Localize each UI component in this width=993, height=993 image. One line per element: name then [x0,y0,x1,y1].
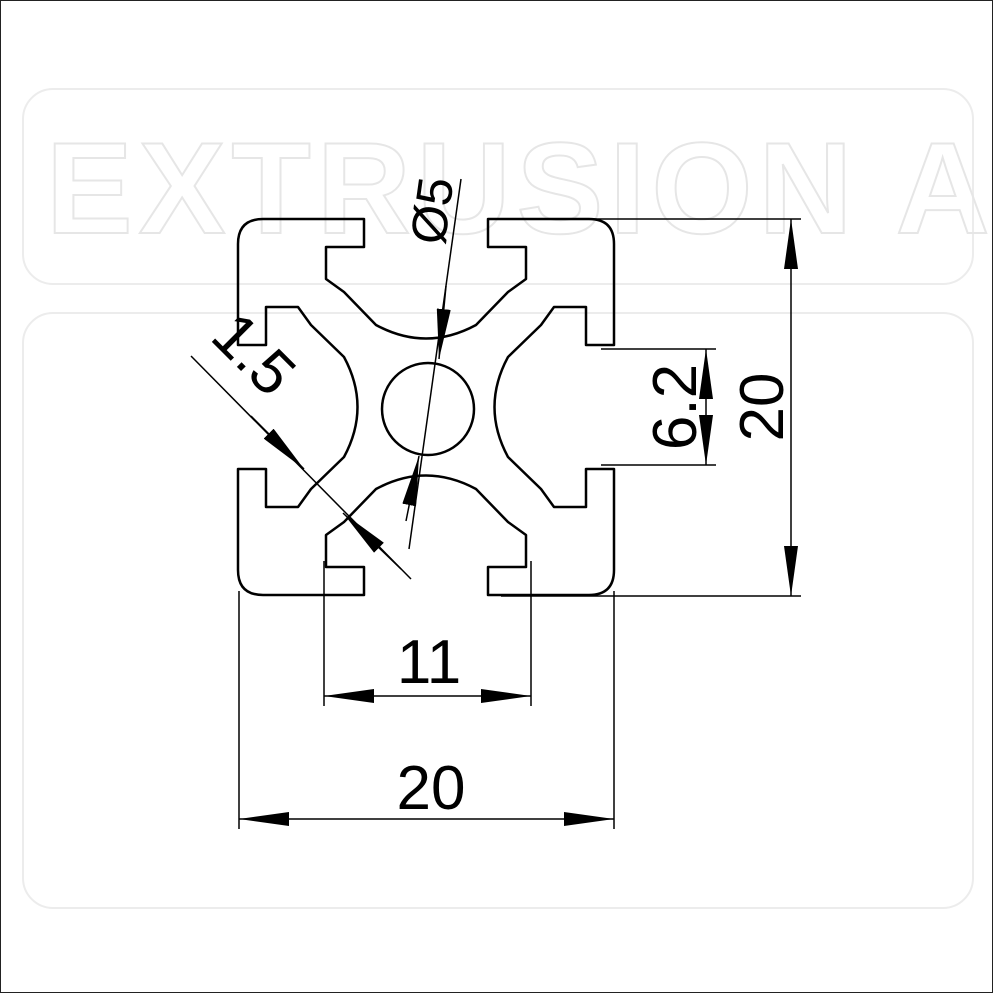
dimension-lines [190,178,798,826]
extrusion-profile [236,217,616,597]
label-wall: 1.5 [199,300,309,410]
label-opening: 6.2 [641,364,710,450]
extension-lines [238,218,801,829]
label-width: 20 [397,754,466,823]
label-height: 20 [728,373,797,442]
center-bore [380,361,476,457]
label-bore: Ø5 [400,174,465,248]
label-slot-width: 11 [397,628,461,697]
dim-wall-leader [190,355,412,580]
watermark: EXTRUSION AND [22,88,993,909]
watermark-text: EXTRUSION AND [46,115,993,261]
